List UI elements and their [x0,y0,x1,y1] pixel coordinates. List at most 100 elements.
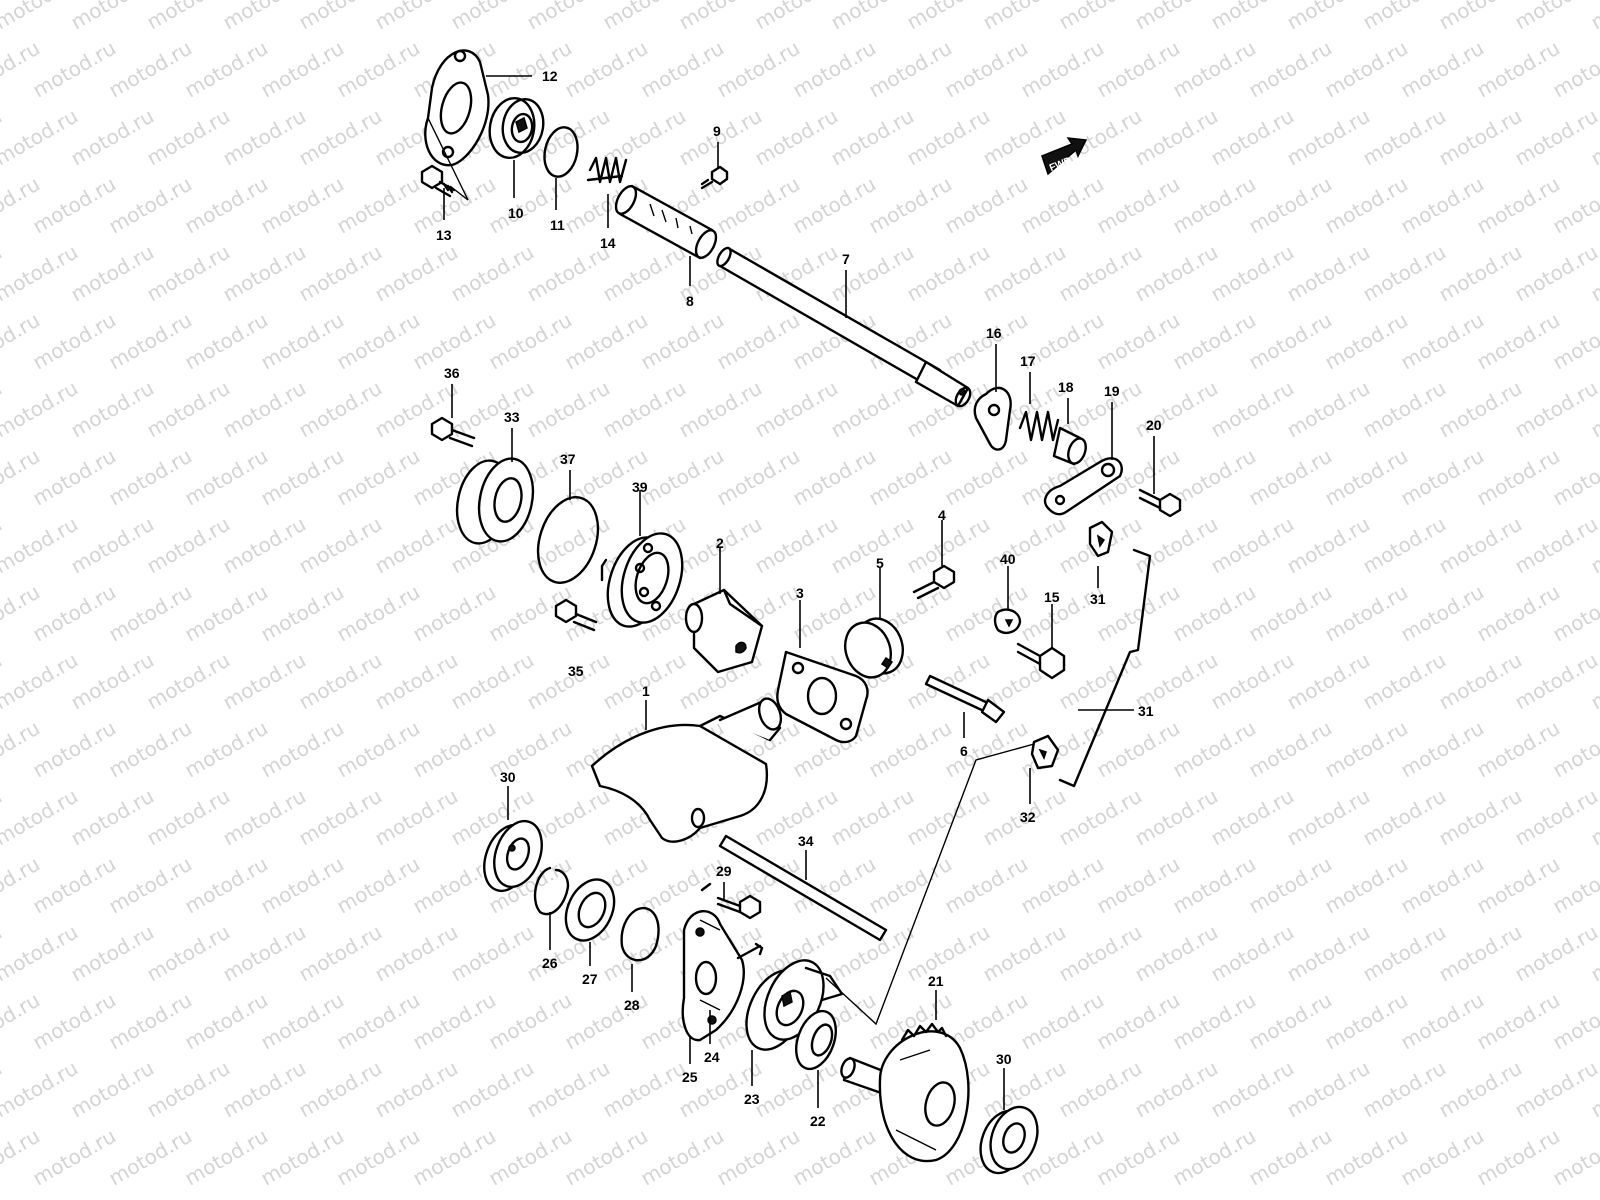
label-35: 35 [568,663,584,679]
watermark-text: motod.ru [67,648,158,715]
watermark-text: motod.ru [751,1056,842,1123]
watermark-text: motod.ru [1511,104,1600,171]
watermark-text: motod.ru [1283,648,1374,715]
label-30-bottom: 30 [996,1051,1012,1067]
watermark-text: motod.ru [371,240,462,307]
watermark-text: motod.ru [67,376,158,443]
watermark-text: motod.ru [485,1124,576,1191]
watermark-text: motod.ru [751,376,842,443]
watermark-text: motod.ru [143,648,234,715]
watermark-text: motod.ru [409,988,500,1055]
part-36-rod [718,834,888,942]
part-37-o-ring [536,496,600,584]
watermark-text: motod.ru [1359,376,1450,443]
watermark-text: motod.ru [1093,172,1184,239]
watermark-text: motod.ru [257,716,348,783]
part-12-gasket [424,49,490,167]
label-34: 33 [504,409,520,425]
watermark-text: motod.ru [105,36,196,103]
watermark-text: motod.ru [29,1124,120,1191]
label-27: 27 [582,971,598,987]
watermark-text: motod.ru [1473,172,1564,239]
watermark-text: motod.ru [523,376,614,443]
watermark-text: motod.ru [1397,1124,1488,1191]
watermark-text: motod.ru [257,1124,348,1191]
label-28: 28 [624,997,640,1013]
watermark-text: motod.ru [1435,920,1526,987]
watermark-text: motod.ru [1321,172,1412,239]
watermark-text: motod.ru [827,104,918,171]
leader-lines [443,75,1155,1110]
label-23: 23 [744,1091,760,1107]
watermark-text: motod.ru [333,580,424,647]
watermark-text: motod.ru [827,376,918,443]
watermark-text: motod.ru [1359,104,1450,171]
watermark-text: motod.ru [1169,444,1260,511]
watermark-text: motod.ru [1321,308,1412,375]
watermark-text: motod.ru [1321,716,1412,783]
label-32: 31 [1090,591,1106,607]
watermark-text: motod.ru [181,852,272,919]
watermark-text: motod.ru [1283,920,1374,987]
linkage-line [825,743,1035,1026]
watermark-text: motod.ru [865,852,956,919]
part-24-pin [736,942,764,960]
label-4: 4 [938,507,946,523]
watermark-text: motod.ru [1207,648,1298,715]
part-5-collar [844,617,904,679]
watermark-text: motod.ru [827,240,918,307]
watermark-text: motod.ru [1017,36,1108,103]
watermark-text: motod.ru [789,1124,880,1191]
watermark-text: motod.ru [1169,716,1260,783]
watermark-text: motod.ru [1321,1124,1412,1191]
part-39-bearing [600,532,684,628]
watermark-text: motod.ru [371,1056,462,1123]
watermark-text: motod.ru [105,988,196,1055]
watermark-text: motod.ru [485,988,576,1055]
part-26-circlip [533,866,570,916]
watermark-text: motod.ru [1093,716,1184,783]
watermark-text: motod.ru [599,104,690,171]
part-27-washer [564,878,616,942]
part-40-washer [993,608,1022,634]
watermark-text: motod.ru [333,444,424,511]
part-8-sleeve [614,184,718,260]
part-11-o-ring [543,126,579,178]
label-37: 37 [560,451,576,467]
watermark-text: motod.ru [409,580,500,647]
watermark-text: motod.ru [1169,852,1260,919]
watermark-text: motod.ru [1359,784,1450,851]
watermark-text: motod.ru [1397,852,1488,919]
watermark-text: motod.ru [29,852,120,919]
watermark-text: motod.ru [941,444,1032,511]
part-17-spring [1018,410,1060,442]
watermark-text: motod.ru [1397,308,1488,375]
watermark-text: motod.ru [1245,36,1336,103]
watermark-text: motod.ru [1207,920,1298,987]
watermark-text: motod.ru [257,172,348,239]
watermark-text: motod.ru [1435,240,1526,307]
watermark-text: motod.ru [1131,784,1222,851]
watermark-text: motod.ru [637,308,728,375]
watermark-text: motod.ru [1435,376,1526,443]
label-36: 34 [798,833,814,849]
part-3-plate [776,650,869,744]
watermark-text: motod.ru [295,920,386,987]
watermark-text: motod.ru [1397,580,1488,647]
watermark-text: motod.ru [1321,444,1412,511]
watermark-text: motod.ru [599,920,690,987]
part-33-clip [1030,734,1060,770]
watermark-text: motod.ru [1473,988,1564,1055]
watermark-text: motod.ru [523,512,614,579]
watermark-text: motod.ru [941,172,1032,239]
watermark-text: motod.ru [295,104,386,171]
watermark-text: motod.ru [1169,580,1260,647]
label-8: 8 [686,293,694,309]
part-21-gear [840,1022,970,1163]
watermark-text: motod.ru [409,716,500,783]
watermark-text: motod.ru [143,104,234,171]
watermark-text: motod.ru [181,988,272,1055]
part-1-housing [590,697,783,843]
watermark-text: motod.ru [751,512,842,579]
